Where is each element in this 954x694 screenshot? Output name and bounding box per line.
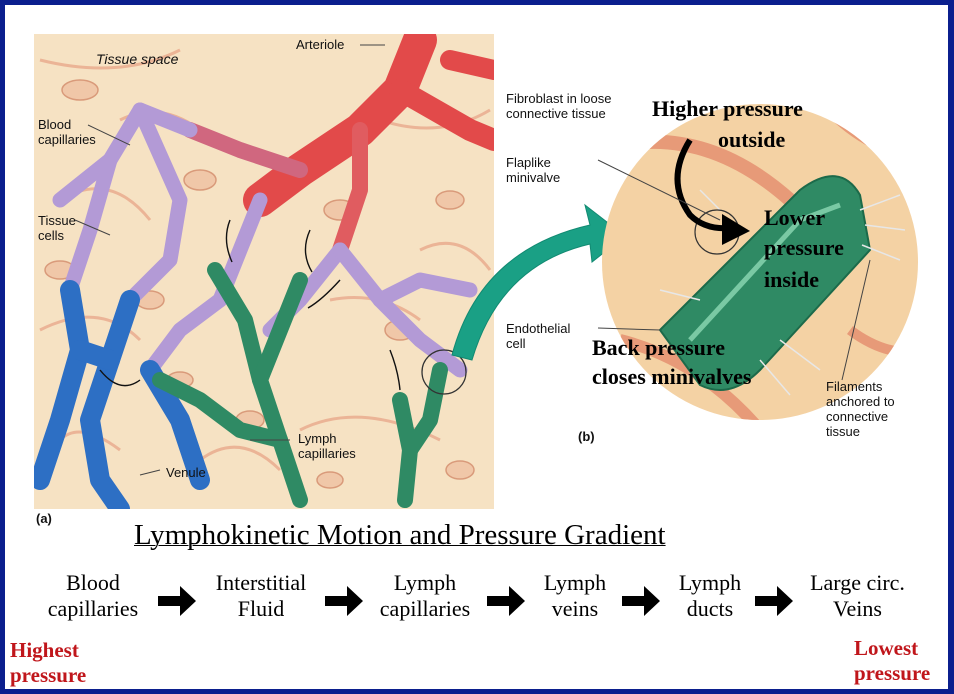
gradient-title: Lymphokinetic Motion and Pressure Gradie… bbox=[134, 519, 666, 552]
filaments-label-2: anchored to bbox=[826, 395, 895, 409]
tissue-cells-label-2: cells bbox=[38, 229, 64, 243]
filaments-label-1: Filaments bbox=[826, 380, 882, 394]
back-pressure-label-2: closes minivalves bbox=[592, 365, 752, 389]
flow-step-lymph-veins: Lymph veins bbox=[525, 570, 625, 622]
flow-step-line2: ducts bbox=[660, 596, 760, 622]
flow-step-lymph-ducts: Lymph ducts bbox=[660, 570, 760, 622]
highest-pressure-label-2: pressure bbox=[10, 663, 86, 688]
lower-pressure-label-1: Lower bbox=[764, 206, 825, 230]
flow-step-line1: Lymph bbox=[525, 570, 625, 596]
endothelial-label-2: cell bbox=[506, 337, 526, 351]
blood-capillaries-label-2: capillaries bbox=[38, 133, 96, 147]
highest-pressure-label-1: Highest bbox=[10, 638, 79, 663]
flow-step-blood-capillaries: Blood capillaries bbox=[28, 570, 158, 622]
flaplike-label-2: minivalve bbox=[506, 171, 560, 185]
lymph-capillaries-label-2: capillaries bbox=[298, 447, 356, 461]
lowest-pressure-label-1: Lowest bbox=[854, 636, 918, 661]
filaments-label-3: connective bbox=[826, 410, 888, 424]
lymph-capillaries-label-1: Lymph bbox=[298, 432, 337, 446]
flow-step-lymph-capillaries: Lymph capillaries bbox=[360, 570, 490, 622]
panel-a-letter: (a) bbox=[36, 512, 52, 526]
fibroblast-label-1: Fibroblast in loose bbox=[506, 92, 612, 106]
tissue-space-label: Tissue space bbox=[96, 52, 178, 66]
flow-step-line2: capillaries bbox=[360, 596, 490, 622]
flow-step-line1: Large circ. bbox=[790, 570, 925, 596]
flow-step-line1: Lymph bbox=[660, 570, 760, 596]
flaplike-label-1: Flaplike bbox=[506, 156, 551, 170]
flow-step-interstitial-fluid: Interstitial Fluid bbox=[196, 570, 326, 622]
panel-b-letter: (b) bbox=[578, 430, 595, 444]
endothelial-label-1: Endothelial bbox=[506, 322, 570, 336]
fibroblast-label-2: connective tissue bbox=[506, 107, 606, 121]
venule-label: Venule bbox=[166, 466, 206, 480]
arteriole-label: Arteriole bbox=[296, 38, 344, 52]
flow-step-large-circ-veins: Large circ. Veins bbox=[790, 570, 925, 622]
flow-step-line1: Interstitial bbox=[196, 570, 326, 596]
higher-pressure-label-2: outside bbox=[718, 128, 785, 152]
flow-step-line2: capillaries bbox=[28, 596, 158, 622]
flow-step-line1: Blood bbox=[28, 570, 158, 596]
filaments-label-4: tissue bbox=[826, 425, 860, 439]
flow-step-line2: Veins bbox=[790, 596, 925, 622]
blood-capillaries-label-1: Blood bbox=[38, 118, 71, 132]
flow-step-line2: Fluid bbox=[196, 596, 326, 622]
tissue-cells-label-1: Tissue bbox=[38, 214, 76, 228]
higher-pressure-label-1: Higher pressure bbox=[652, 97, 803, 121]
flow-step-line2: veins bbox=[525, 596, 625, 622]
lower-pressure-label-2: pressure bbox=[764, 236, 844, 260]
flow-step-line1: Lymph bbox=[360, 570, 490, 596]
lower-pressure-label-3: inside bbox=[764, 268, 819, 292]
lowest-pressure-label-2: pressure bbox=[854, 661, 930, 686]
back-pressure-label-1: Back pressure bbox=[592, 336, 725, 360]
